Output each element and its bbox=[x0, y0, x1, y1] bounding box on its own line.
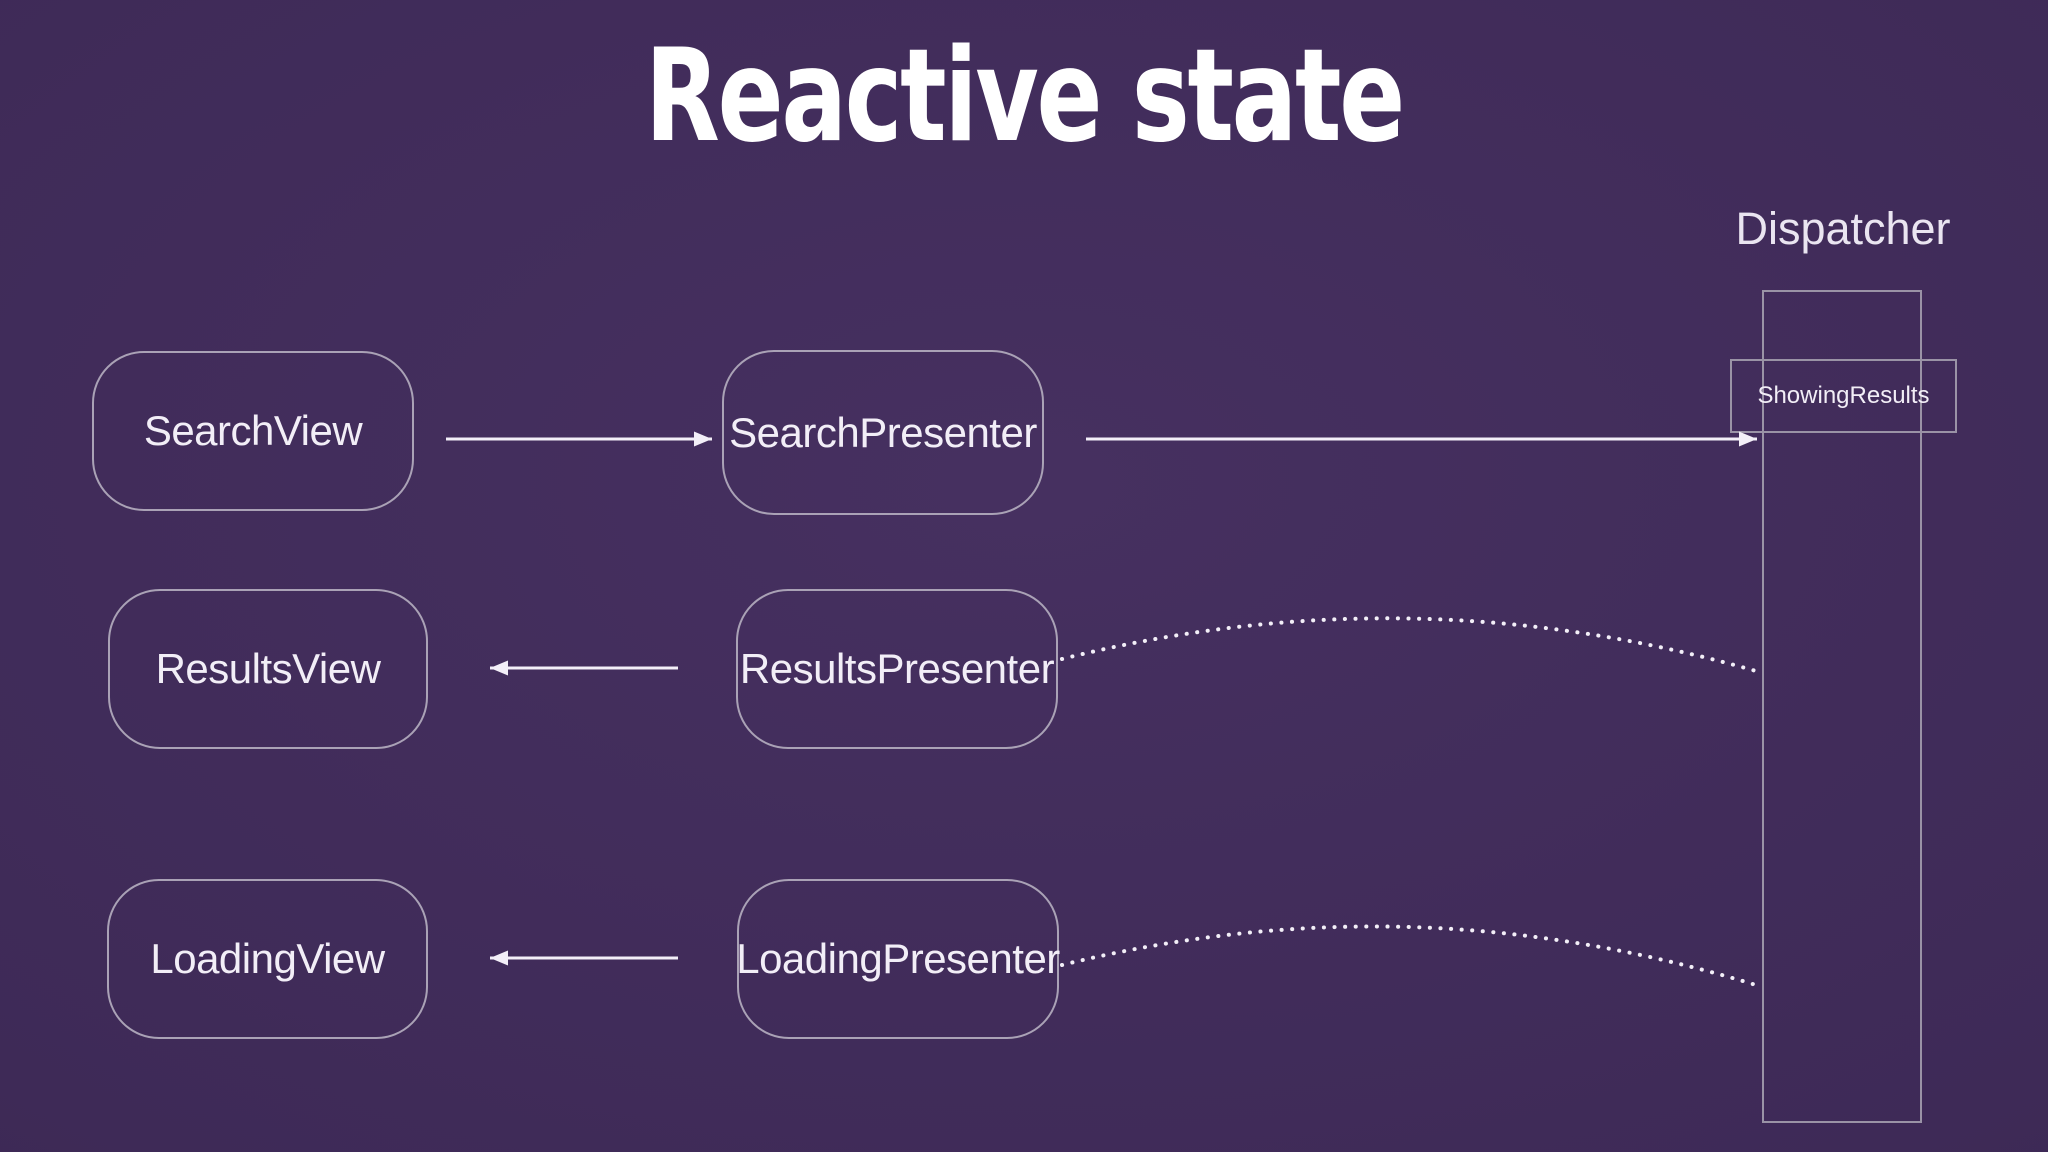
node-results-presenter-label: ResultsPresenter bbox=[739, 645, 1055, 692]
node-results-view: ResultsView bbox=[108, 589, 428, 749]
node-results-view-label: ResultsView bbox=[155, 645, 381, 692]
dispatcher-label: Dispatcher bbox=[1735, 203, 1951, 254]
node-loading-view: LoadingView bbox=[107, 879, 428, 1039]
node-search-view-label: SearchView bbox=[143, 407, 363, 454]
node-search-presenter-label: SearchPresenter bbox=[729, 408, 1037, 456]
node-search-view: SearchView bbox=[92, 351, 414, 511]
dispatcher-lifeline bbox=[1762, 290, 1922, 1123]
dispatcher-state-label: ShowingResults bbox=[1757, 382, 1930, 409]
node-loading-presenter-label: LoadingPresenter bbox=[736, 935, 1060, 982]
dispatcher-state-box: ShowingResults bbox=[1730, 359, 1957, 433]
node-loading-view-label: LoadingView bbox=[150, 935, 385, 982]
slide-title: Reactive state bbox=[645, 22, 1405, 171]
node-search-presenter: SearchPresenter bbox=[722, 350, 1044, 515]
dotted-curve-dispatcher-to-resultspresenter bbox=[1060, 616, 1758, 673]
node-loading-presenter: LoadingPresenter bbox=[736, 879, 1060, 1039]
dotted-curve-dispatcher-to-loadingpresenter bbox=[1060, 924, 1758, 987]
node-results-presenter: ResultsPresenter bbox=[736, 589, 1058, 749]
